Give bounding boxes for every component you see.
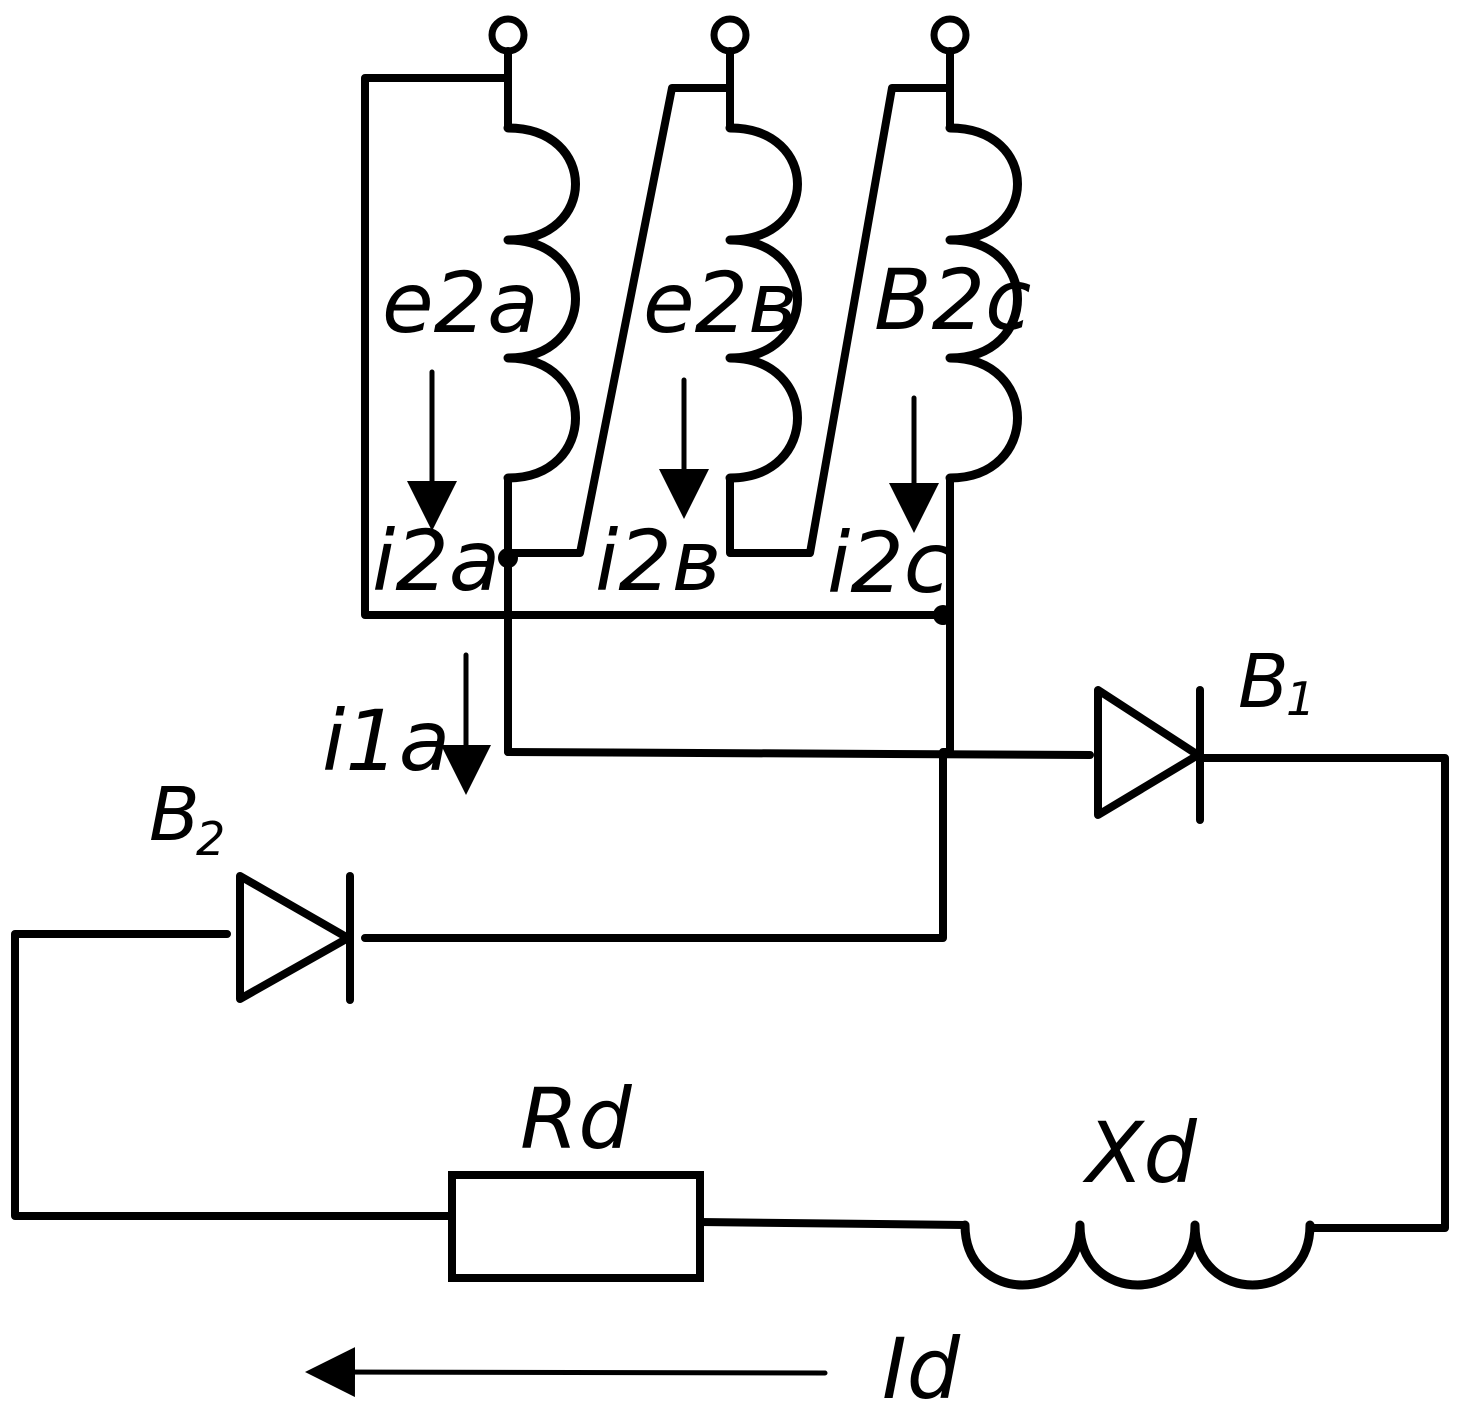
inductor-xd (960, 1220, 1315, 1290)
label-i2c: i2c (827, 514, 950, 612)
label-rd: Rd (520, 1070, 632, 1168)
label-i2b: i2в (595, 512, 721, 610)
terminal-c (930, 15, 970, 55)
terminal-a (488, 15, 528, 55)
label-b2: B 2 (149, 772, 225, 866)
current-arrow-id (305, 1347, 828, 1398)
winding-b (504, 47, 954, 557)
diode-b2 (11, 872, 454, 1220)
terminal-b (710, 15, 750, 55)
label-e2b: e2в (643, 254, 798, 352)
label-b1-main: B (1238, 639, 1289, 725)
label-i2a: i2a (372, 512, 500, 610)
label-b1: B 1 (1238, 639, 1315, 726)
label-xd: Xd (1082, 1104, 1198, 1202)
label-b2-sub: 2 (196, 812, 225, 866)
winding-c (361, 47, 1022, 942)
resistor-rd (448, 1171, 704, 1282)
label-b2-main: B (149, 772, 200, 858)
junction-c (933, 605, 953, 625)
label-e2a: e2a (382, 254, 539, 352)
diode-b1 (504, 686, 1449, 1232)
label-e2c: B2c (874, 251, 1031, 349)
label-id: Id (882, 1320, 961, 1417)
winding-a (361, 47, 954, 756)
label-i1a: i1a (322, 692, 450, 790)
junction-a (498, 548, 518, 568)
label-b1-sub: 1 (1286, 672, 1315, 726)
